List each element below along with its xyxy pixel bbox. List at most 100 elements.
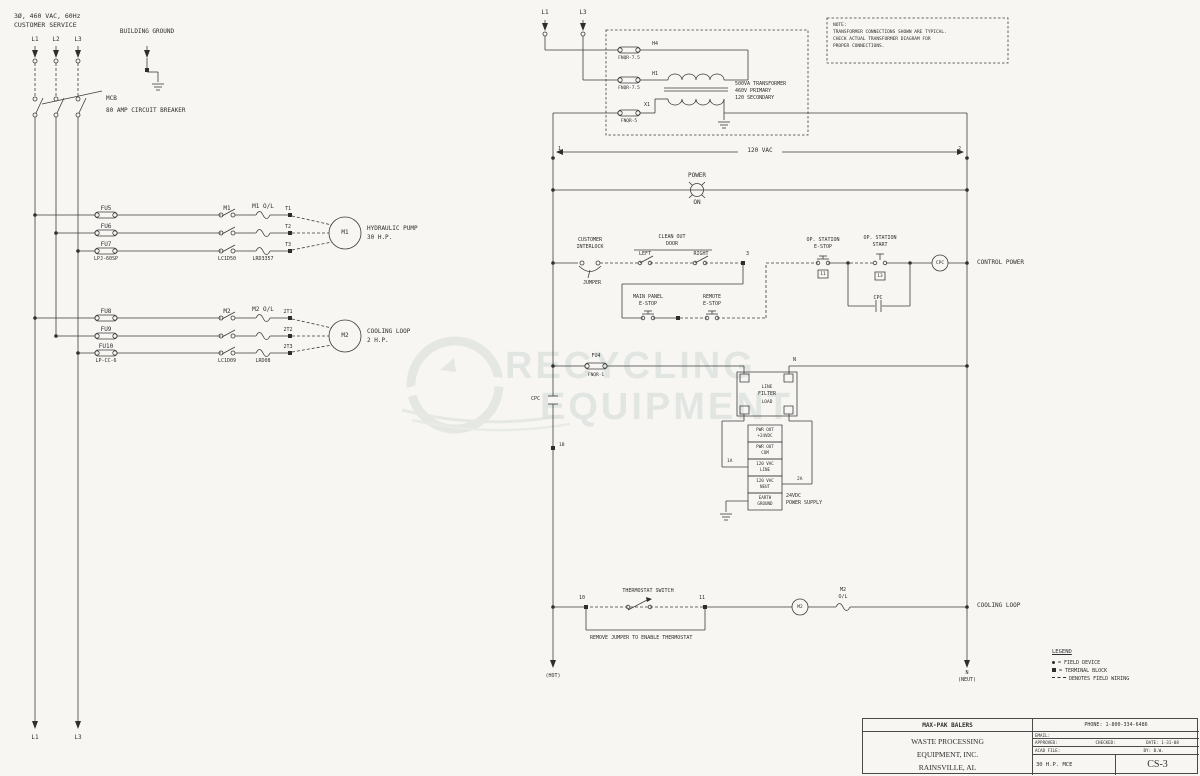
field-device-dot-icon [1052,660,1055,664]
m1-contactor-part-label: LC1D50 [217,256,237,262]
ps-row2-line2: COM [761,450,769,455]
phase-l2-label: L2 [52,36,60,43]
start-terminal-label: 13 [877,274,883,279]
wire-x1-label: X1 [644,102,651,108]
m2-contactor-label: M2 [223,308,231,315]
legend-terminal-block: = TERMINAL BLOCK [1052,667,1182,675]
service-spec-label: 3Ø, 460 VAC, 60Hz [14,12,81,20]
title-block: MAX-PAK BALERS PHONE: 1-800-334-6486 WAS… [862,718,1199,775]
m1-desc2-label: 30 H.P. [367,234,393,241]
acad-file-label: ACAD FILE: [1035,748,1061,753]
org-line3: RAINSVILLE, AL [918,763,977,773]
thermostat-switch-label: THERMOSTAT SWITCH [622,588,674,594]
op-station-start-label1: OP. STATION [863,235,897,241]
motor1-circuit [33,208,361,255]
legend-title: LEGEND [1052,649,1072,655]
fu6-label: FU6 [100,223,112,230]
rung-control-power [551,250,969,321]
org-line2: EQUIPMENT, INC. [916,750,979,760]
filter-label: FILTER [757,391,777,397]
rung-cooling-loop [551,597,969,630]
legend: LEGEND = FIELD DEVICE = TERMINAL BLOCK D… [1052,648,1182,683]
holding-contact-label: CPC [873,295,883,301]
xfmr-spec1-label: 500VA TRANSFORMER [735,81,787,87]
motor-m2-symbol [329,320,361,352]
m1-t1-label: T1 [284,206,292,212]
wire-1a-label: 1A [727,459,733,464]
m1-overload-part-label: LRD3357 [252,256,274,262]
neutral-label: (NEUT) [957,677,977,683]
m2-fuse-part-label: LP-CC-6 [95,358,117,364]
ladder-rails [548,113,970,668]
xfmr-fuse2-label: FNQR-7.5 [618,86,640,91]
cooling-loop-label: COOLING LOOP [977,602,1021,609]
bottom-l3-label: L3 [74,734,82,741]
m1-fuse-part-label: LPJ-60SP [93,256,119,262]
approval-row: APPROVED: CHECKED: DATE: 1-31-08 [1033,739,1199,747]
service-name-label: CUSTOMER SERVICE [14,21,77,29]
ps-row2-line1: PWR OUT [756,444,774,449]
ps-row3-line1: 120 VAC [756,461,774,466]
motor2-circuit [33,311,361,357]
note-line4: PROPER CONNECTIONS. [833,44,885,49]
model-label: 30 H.P. MCE [1033,755,1116,775]
m2-contactor-part-label: LC1D09 [217,358,237,364]
cleanout-door-label2: DOOR [665,241,679,247]
ps-row1-line1: PWR OUT [756,427,774,432]
m2-desc2-label: 2 H.P. [367,337,389,344]
fu7-label: FU7 [100,241,112,248]
op-station-start-label2: START [872,242,888,248]
thermostat-note-label: REMOVE JUMPER TO ENABLE THERMOSTAT [590,635,693,641]
terminal-3-label: 3 [746,251,750,257]
rail-terminal-label: 1B [559,443,565,448]
motor-m1-symbol [329,217,361,249]
xfmr-spec3-label: 120 SECONDARY [735,95,775,101]
m2-overload-part-label: LRD08 [255,358,271,364]
ps-row4-line1: 120 VAC [756,478,774,483]
fu9-label: FU9 [100,326,112,333]
op-station-estop-label1: OP. STATION [806,237,840,243]
rung-power-on [551,181,969,199]
company-phone: PHONE: 1-800-334-6486 [1033,719,1199,732]
ps-name-label2: POWER SUPPLY [786,500,823,506]
customer-interlock-label1: CUSTOMER [577,237,603,243]
ps-row3-line2: LINE [759,467,771,472]
fu4-label: FU4 [591,353,601,359]
mcb-desc-label: 80 AMP CIRCUIT BREAKER [106,107,186,114]
m2-coil-label: M2 [797,605,803,610]
customer-interlock-label2: INTERLOCK [576,244,604,250]
date-label: DATE: 1-31-08 [1146,740,1179,745]
m1-t3-label: T3 [284,242,292,248]
terminal-2-label: 2 [958,146,962,152]
xfmr-l3-label: L3 [579,9,587,16]
terminal-1-label: 1 [558,146,562,152]
main-circuit-breaker [32,91,102,118]
rail-cpc-contact-label: CPC [531,396,541,402]
drawn-by-label: BY: B.W. [1143,748,1164,753]
filter-line-label: LINE [761,385,773,390]
building-ground-label: BUILDING GROUND [119,28,175,35]
m1-desc1-label: HYDRAULIC PUMP [367,225,418,232]
m2-desc1-label: COOLING LOOP [367,328,411,335]
op-station-estop-label2: E-STOP [813,244,833,250]
xfmr-fuse3-label: FNQR-5 [620,119,638,124]
legend-field-wiring-label: DENOTES FIELD WIRING [1069,675,1130,682]
m2-t3-label: 2T3 [283,344,293,350]
filter-load-label: LOAD [761,400,773,405]
door-left-label: LEFT [638,251,652,257]
cleanout-door-label1: CLEAN OUT [658,234,686,240]
cpc-coil-label: CPC [935,261,945,266]
m2-ol-label2: O/L [838,594,848,600]
power-on-label: ON [693,199,701,206]
thermostat-term-right-label: 11 [699,595,706,601]
bus-voltage-label: 120 VAC [747,147,773,154]
xfmr-spec2-label: 460V PRIMARY [735,88,772,94]
main-panel-estop-label2: E-STOP [638,301,658,307]
mcb-label: MCB [106,95,117,102]
main-panel-estop-label1: MAIN PANEL [632,294,664,300]
m2-t2-label: 2T2 [283,327,293,333]
xfmr-l1-label: L1 [541,9,549,16]
building-ground [144,46,165,91]
